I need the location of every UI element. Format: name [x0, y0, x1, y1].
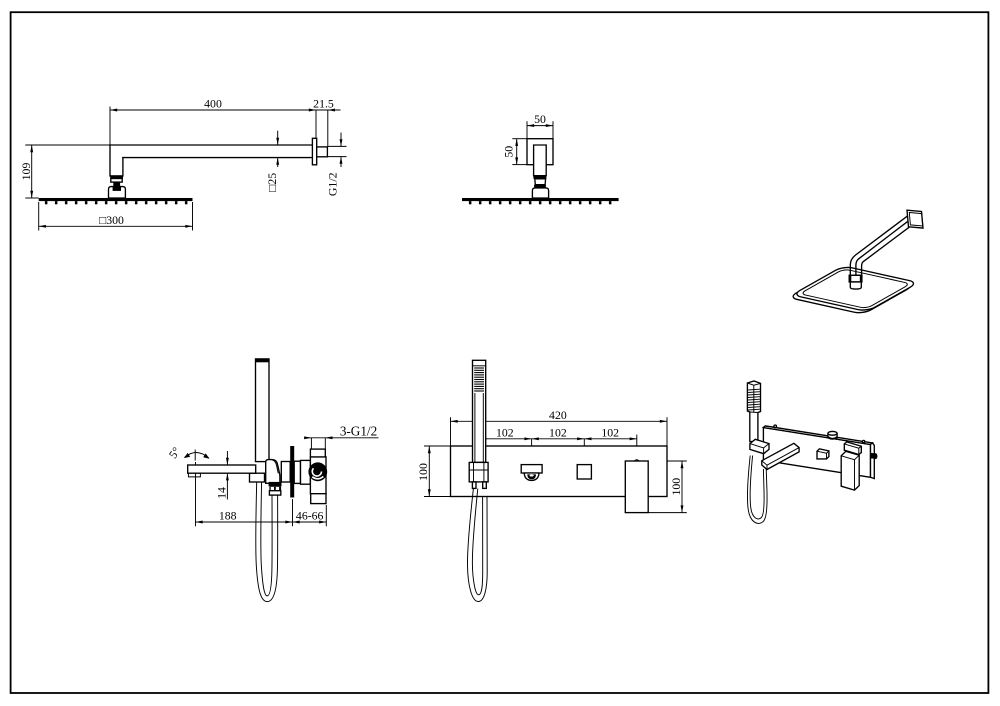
tube-seal-front [534, 184, 546, 188]
arm-3d-outer-edge [849, 215, 909, 276]
holder-front [468, 461, 489, 483]
dim-swivel-label: 5° [166, 444, 184, 461]
dim-wall-stub-label: 21.5 [313, 97, 334, 111]
dim-spout-thickness-label: 14 [215, 487, 229, 499]
holder-3d-edges [749, 443, 770, 454]
handshower-3d-hatch [748, 388, 760, 411]
dim-spout-reach-label: 188 [219, 508, 237, 522]
spout-3d-edges [761, 447, 800, 470]
shower-head-plate-front [462, 198, 619, 202]
handle-3d-edges [841, 454, 860, 491]
view-arm-side: 400 21.5 109 □300 □25 G1/2 [19, 97, 347, 231]
view-mixer-3d [746, 380, 878, 524]
hose-collar-side [268, 490, 282, 496]
head-3d-nut-shade-r [859, 275, 862, 282]
valve-bottom-port [310, 493, 327, 505]
outlet-3d-cap [873, 453, 878, 460]
plate-3d-screw-2 [861, 439, 866, 444]
shower-head-plate [38, 198, 193, 202]
dim-drop-height-label: 109 [19, 163, 33, 181]
hose-3d-outer [746, 455, 768, 524]
arm-connector-ring [110, 175, 123, 179]
collar-3d-edges [844, 443, 862, 455]
diverter-button [576, 463, 593, 480]
dim-thread-label: G1/2 [325, 172, 339, 196]
tube-nut-front [534, 178, 547, 186]
diverter-base [520, 463, 543, 474]
hose-outer-front [467, 488, 488, 602]
valve-top-port [309, 448, 326, 458]
dim-plate-height-label: 100 [416, 463, 430, 481]
button-3d-edges [816, 450, 830, 459]
dim-connections-label: 3-G1/2 [340, 424, 377, 439]
spout-front-bump [633, 459, 640, 462]
holder-tab-right [482, 481, 487, 490]
arm-tube-front [532, 144, 547, 177]
arm-connector-seal [113, 182, 121, 187]
spout-side [187, 464, 257, 474]
handshower-cap-side [255, 358, 269, 363]
button-3d-outline [816, 448, 830, 460]
view-mixer-side: 3-G1/2 5° 14 188 46-66 [166, 358, 379, 603]
arm-connector-nut [110, 177, 123, 183]
head-3d-nut-shade-l [849, 275, 852, 282]
hose-3d-inner [749, 455, 765, 520]
plate-3d-screw-1 [773, 424, 778, 429]
handshower-spray-hatch [474, 367, 484, 392]
dim-arm-length-label: 400 [204, 97, 222, 111]
shower-head-nozzles [44, 201, 188, 205]
hose-outer-side [255, 481, 279, 603]
arm-3d-inner-edge [860, 225, 911, 276]
dim-wall-depth-label: 46-66 [296, 508, 324, 522]
hose-connector-side [268, 481, 282, 487]
dim-flange-width-label: 50 [534, 112, 546, 126]
head-3d-ball [849, 281, 862, 290]
view-arm-3d [788, 209, 924, 314]
arm-wall-stub [316, 146, 329, 158]
dim-pitch3-label: 102 [601, 425, 619, 439]
head-3d-inner [800, 269, 911, 309]
wall-plate-edge [290, 446, 295, 498]
arm-3d-mid-edge [855, 220, 909, 276]
dim-plate-width-label: 420 [549, 408, 567, 422]
holder-bracket-curve [272, 459, 279, 474]
plate-3d-end [869, 441, 875, 480]
valve-spacer-1 [293, 460, 302, 485]
dim-spout-height-label: 100 [669, 478, 683, 496]
flange-3d [906, 209, 924, 229]
diverter-3d-shade [828, 436, 837, 440]
diverter-3d-top [827, 430, 838, 436]
sheet-border [9, 11, 990, 694]
dim-pitch2-label: 102 [549, 425, 567, 439]
dim-arm-section-label: □25 [265, 173, 279, 192]
view-mixer-front: 420 102 102 102 100 100 [416, 359, 687, 602]
hose-nut-side [269, 486, 282, 491]
head-joint-seal [112, 186, 121, 191]
spout-front [624, 460, 649, 514]
handshower-3d-step [749, 411, 758, 413]
dim-head-size-label: □300 [99, 213, 124, 227]
dim-flange-height-label: 50 [502, 146, 516, 158]
hose-inner-front [471, 488, 484, 596]
shower-head-nozzles-front [468, 201, 612, 205]
handle-3d-outline [840, 450, 860, 491]
handshower-side [254, 358, 270, 463]
tube-ring-front [533, 175, 547, 179]
hose-inner-side [260, 481, 273, 597]
spout-support [248, 472, 266, 483]
flange-3d-inner [908, 211, 924, 227]
ball-joint-front [531, 187, 550, 199]
mixer-body-side [280, 460, 291, 483]
dim-pitch1-label: 102 [496, 425, 514, 439]
diverter-dome-shade [527, 474, 536, 480]
view-arm-front: 50 50 [462, 112, 619, 205]
holder-tab-left [471, 481, 477, 490]
spout-aerator [187, 473, 201, 478]
